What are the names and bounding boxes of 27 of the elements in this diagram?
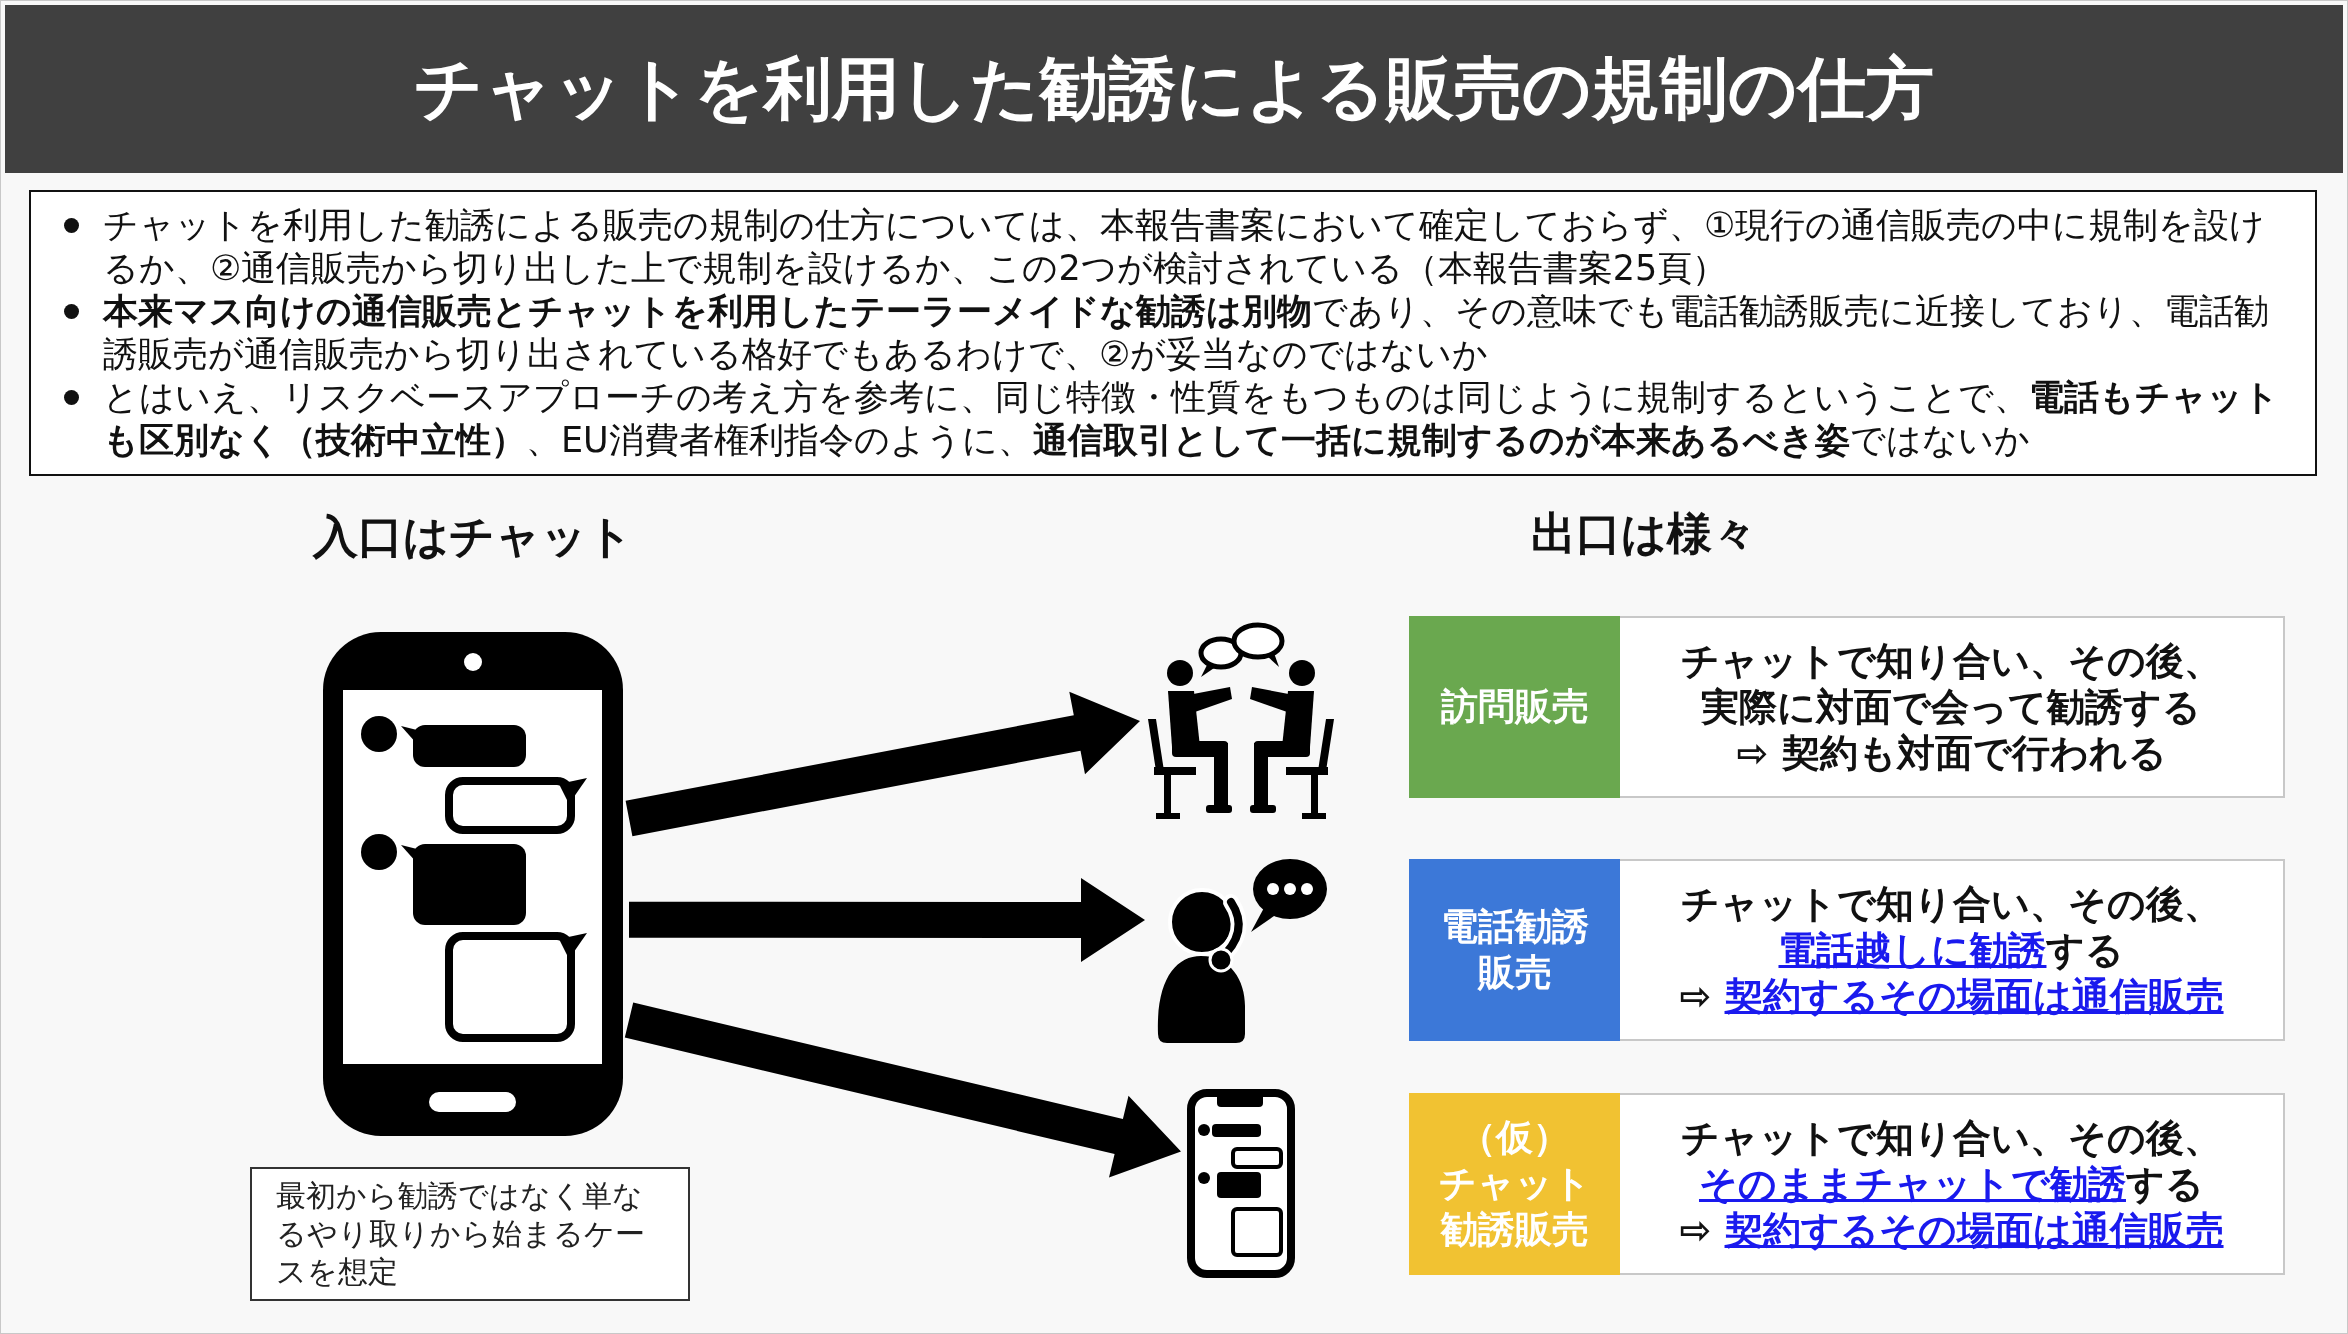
bullet-text: とはいえ、リスクベースアプローチの考え方を参考に、同じ特徴・性質をもつものは同じように規制するということで、電話もチャットも区別なく（技術中立性）、EU消費者権利指令のように、通信取引として一括に規制するのが本来あるべき姿ではないか: [103, 376, 2280, 462]
description-text: チャットで知り合い、その後、電話越しに勧誘する⇨ 契約するその場面は通信販売: [1678, 881, 2225, 1019]
description-box: [1620, 859, 2285, 1041]
category-tag: [1409, 616, 1620, 798]
bullet-text: 本来マス向けの通信販売とチャットを利用したテーラーメイドな勧誘は別物であり、その意味でも電話勧誘販売に近接しており、電話勧誘販売が通信販売から切り出されている格好でもあるわけで、②が妥当なのではないか: [103, 290, 2270, 376]
title: チャットを利用した勧誘による販売の規制の仕方: [414, 47, 1934, 130]
description-box: [1620, 616, 2285, 798]
section-heading: 入口はチャット: [313, 509, 633, 565]
note-text: 最初から勧誘ではなく単なるやり取りから始まるケースを想定: [276, 1177, 645, 1291]
seated-conversation-icon: [1146, 621, 1336, 821]
smartphone-chat-icon: [323, 632, 623, 1136]
text-box: [29, 190, 2317, 476]
description-box: [1620, 1093, 2285, 1275]
section-heading: 出口は様々: [1531, 506, 1757, 562]
note-box: [250, 1167, 690, 1301]
category-tag: [1409, 1093, 1620, 1275]
smartphone-chat-icon: [1187, 1089, 1295, 1278]
block-arrow: [625, 691, 1140, 837]
description-text: チャットで知り合い、その後、そのままチャットで勧誘する⇨ 契約するその場面は通信販売: [1678, 1115, 2225, 1253]
category-name: 訪問販売: [1439, 684, 1590, 730]
block-arrow: [629, 877, 1145, 962]
bullet-text: チャットを利用した勧誘による販売の規制の仕方については、本報告書案において確定しておらず、①現行の通信販売の中に規制を設けるか、②通信販売から切り出した上で規制を設けるか、この2つが検討されている（本報告書案25頁）: [103, 204, 2267, 290]
category-name: 電話勧誘販売: [1439, 904, 1590, 996]
category-name: （仮）チャット勧誘販売: [1437, 1115, 1592, 1253]
category-tag: [1409, 859, 1620, 1041]
block-arrow: [624, 1002, 1181, 1178]
description-text: チャットで知り合い、その後、実際に対面で会って勧誘する⇨ 契約も対面で行われる: [1680, 638, 2223, 776]
